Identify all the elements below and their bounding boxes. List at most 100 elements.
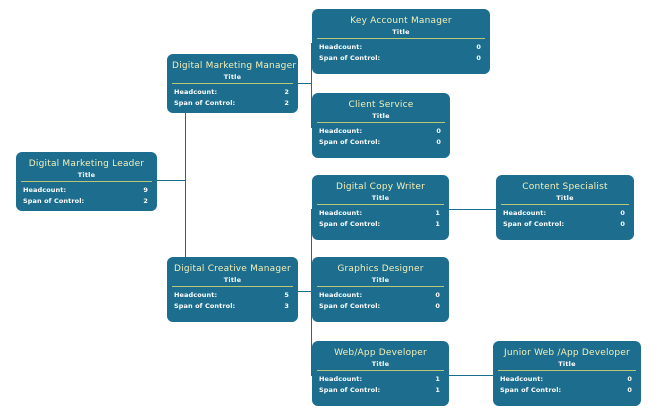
connector-bus-to-key-account-manager — [311, 43, 313, 44]
node-client-service[interactable]: Client Service Title Headcount: 0 Span o… — [313, 94, 449, 157]
node-body: Headcount: 1 Span of Control: 1 — [313, 371, 448, 400]
headcount-value: 1 — [435, 209, 440, 217]
node-row-headcount: Headcount: 0 — [319, 42, 483, 53]
span-of-control-value: 3 — [284, 302, 289, 310]
headcount-value: 2 — [284, 88, 289, 96]
node-key-account-manager[interactable]: Key Account Manager Title Headcount: 0 S… — [313, 10, 489, 73]
span-of-control-label: Span of Control: — [319, 220, 381, 228]
node-row-headcount: Headcount: 1 — [319, 374, 442, 385]
connector-bus-vertical-left — [185, 83, 186, 291]
headcount-value: 0 — [620, 209, 625, 217]
node-title: Junior Web /App Developer — [504, 348, 630, 358]
connector-bus-to-graphics-designer — [311, 291, 313, 292]
node-title: Digital Copy Writer — [335, 182, 425, 192]
connector-cm-to-bus — [297, 291, 311, 292]
node-subtitle: Title — [223, 276, 242, 284]
connector-mm-to-bus — [297, 83, 311, 84]
headcount-label: Headcount: — [319, 127, 363, 135]
node-subtitle: Title — [372, 112, 390, 120]
node-row-span-of-control: Span of Control: 1 — [319, 385, 442, 396]
span-of-control-label: Span of Control: — [319, 54, 381, 62]
node-subtitle: Title — [556, 194, 574, 202]
connector-leader-to-bus — [156, 180, 185, 181]
node-title: Client Service — [348, 100, 414, 110]
node-subtitle: Title — [371, 194, 390, 202]
node-header: Client Service Title — [313, 94, 449, 121]
node-divider — [21, 181, 152, 182]
headcount-label: Headcount: — [319, 209, 363, 217]
node-junior-web-app-developer[interactable]: Junior Web /App Developer Title Headcoun… — [494, 342, 640, 405]
node-row-headcount: Headcount: 1 — [319, 208, 442, 219]
span-of-control-value: 1 — [435, 386, 440, 394]
node-content-specialist[interactable]: Content Specialist Title Headcount: 0 Sp… — [497, 176, 633, 239]
node-subtitle: Title — [223, 73, 242, 81]
headcount-value: 0 — [435, 291, 440, 299]
node-digital-creative-manager[interactable]: Digital Creative Manager Title Headcount… — [168, 258, 297, 321]
node-body: Headcount: 5 Span of Control: 3 — [168, 287, 297, 316]
node-body: Headcount: 0 Span of Control: 0 — [494, 371, 640, 400]
connector-copy-writer-to-content-specialist — [448, 209, 497, 210]
node-divider — [317, 370, 444, 371]
node-title: Digital Creative Manager — [174, 264, 291, 274]
node-digital-marketing-leader[interactable]: Digital Marketing Leader Title Headcount… — [17, 153, 156, 210]
headcount-value: 0 — [627, 375, 632, 383]
node-row-span-of-control: Span of Control: 0 — [503, 219, 627, 230]
headcount-value: 0 — [476, 43, 481, 51]
connector-bus-to-web-app-developer — [311, 375, 313, 376]
headcount-label: Headcount: — [319, 375, 363, 383]
span-of-control-value: 0 — [436, 138, 441, 146]
node-row-headcount: Headcount: 0 — [319, 290, 442, 301]
node-header: Digital Copy Writer Title — [313, 176, 448, 203]
span-of-control-label: Span of Control: — [319, 386, 381, 394]
node-body: Headcount: 0 Span of Control: 0 — [313, 123, 449, 152]
node-row-span-of-control: Span of Control: 0 — [319, 301, 442, 312]
node-title: Web/App Developer — [334, 348, 427, 358]
node-title: Graphics Designer — [337, 264, 424, 274]
node-row-headcount: Headcount: 5 — [174, 290, 291, 301]
headcount-label: Headcount: — [319, 43, 363, 51]
node-header: Key Account Manager Title — [313, 10, 489, 37]
span-of-control-label: Span of Control: — [174, 99, 236, 107]
span-of-control-label: Span of Control: — [319, 302, 381, 310]
span-of-control-label: Span of Control: — [23, 197, 85, 205]
headcount-label: Headcount: — [174, 88, 218, 96]
node-title: Key Account Manager — [350, 16, 452, 26]
span-of-control-label: Span of Control: — [500, 386, 562, 394]
node-row-headcount: Headcount: 9 — [23, 185, 150, 196]
node-digital-copy-writer[interactable]: Digital Copy Writer Title Headcount: 1 S… — [313, 176, 448, 239]
node-row-headcount: Headcount: 0 — [319, 126, 443, 137]
headcount-label: Headcount: — [503, 209, 547, 217]
node-header: Content Specialist Title — [497, 176, 633, 203]
node-row-span-of-control: Span of Control: 0 — [319, 137, 443, 148]
span-of-control-value: 0 — [620, 220, 625, 228]
node-header: Digital Creative Manager Title — [168, 258, 297, 285]
node-divider — [317, 204, 444, 205]
node-body: Headcount: 2 Span of Control: 2 — [168, 84, 297, 112]
node-title: Content Specialist — [522, 182, 608, 192]
node-web-app-developer[interactable]: Web/App Developer Title Headcount: 1 Spa… — [313, 342, 448, 405]
headcount-label: Headcount: — [319, 291, 363, 299]
node-divider — [172, 286, 293, 287]
node-row-span-of-control: Span of Control: 2 — [23, 196, 150, 207]
node-row-span-of-control: Span of Control: 0 — [500, 385, 634, 396]
node-divider — [317, 122, 445, 123]
node-body: Headcount: 0 Span of Control: 0 — [497, 205, 633, 234]
span-of-control-label: Span of Control: — [503, 220, 565, 228]
node-divider — [317, 286, 444, 287]
node-row-span-of-control: Span of Control: 1 — [319, 219, 442, 230]
node-digital-marketing-manager[interactable]: Digital Marketing Manager Title Headcoun… — [168, 55, 297, 112]
connector-bus-to-copy-writer — [311, 209, 313, 210]
node-divider — [172, 83, 293, 84]
node-header: Graphics Designer Title — [313, 258, 448, 285]
node-body: Headcount: 0 Span of Control: 0 — [313, 287, 448, 316]
connector-cm-children-vertical — [311, 209, 312, 375]
node-header: Digital Marketing Leader Title — [17, 153, 156, 180]
node-graphics-designer[interactable]: Graphics Designer Title Headcount: 0 Spa… — [313, 258, 448, 321]
node-body: Headcount: 1 Span of Control: 1 — [313, 205, 448, 234]
headcount-value: 9 — [143, 186, 148, 194]
node-header: Web/App Developer Title — [313, 342, 448, 369]
connector-mm-children-vertical — [311, 43, 312, 127]
connector-bus-to-client-service — [311, 127, 313, 128]
node-row-headcount: Headcount: 0 — [500, 374, 634, 385]
